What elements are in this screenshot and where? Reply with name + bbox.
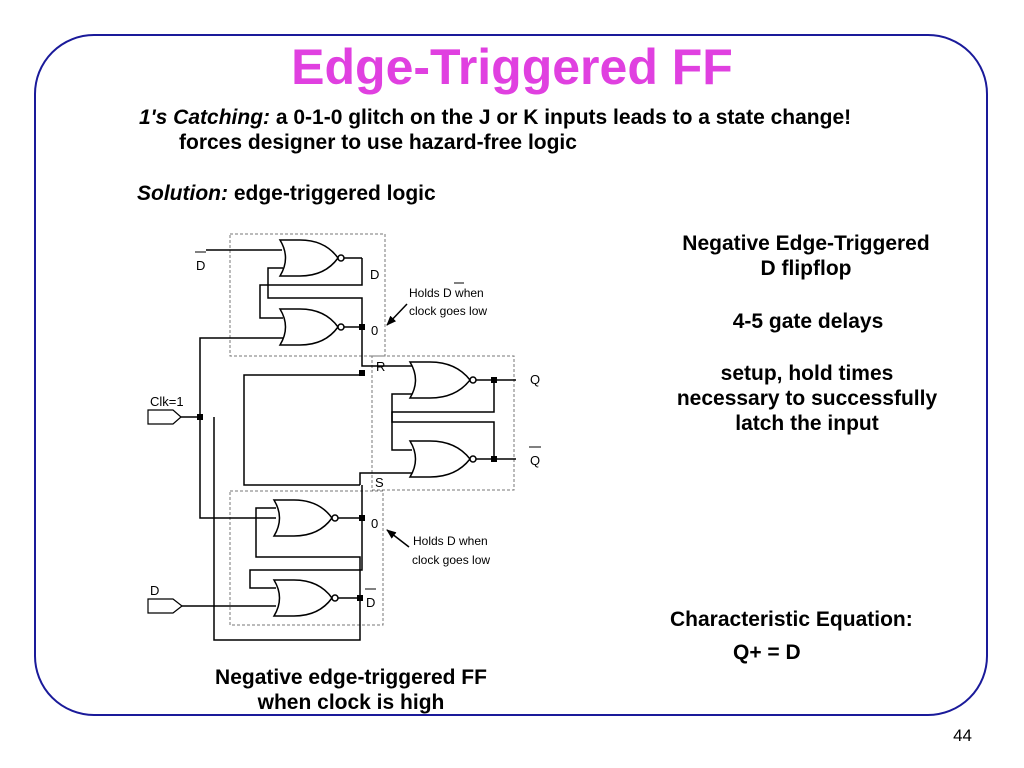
solution-label: Solution: xyxy=(137,182,228,205)
input-pins xyxy=(147,409,183,614)
nor-gate-top-1 xyxy=(278,239,345,277)
annotations: Holds D when clock goes low Holds D when… xyxy=(386,282,490,567)
d-top-label: D xyxy=(370,267,379,282)
slide-frame xyxy=(34,34,988,716)
note-heading: Negative Edge-Triggered D flipflop xyxy=(682,231,929,281)
zero-top-label: 0 xyxy=(371,323,378,338)
bottom-latch-box xyxy=(229,490,384,626)
d-bar-bottom-label: D xyxy=(366,595,375,610)
solution-text: edge-triggered logic xyxy=(227,182,436,205)
r-label: R xyxy=(376,359,385,374)
note-heading-line1: Negative Edge-Triggered xyxy=(682,232,930,255)
nor-gate-output-q xyxy=(408,361,477,399)
diagram-caption: Negative edge-triggered FF when clock is… xyxy=(215,665,487,715)
solution-line: Solution: edge-triggered logic xyxy=(137,181,436,206)
clk-label: Clk=1 xyxy=(150,394,184,409)
note-setup-line2: necessary to successfully xyxy=(676,387,938,411)
holds-d-line2: clock goes low xyxy=(412,553,490,567)
zero-bottom-label: 0 xyxy=(371,516,378,531)
nor-gate-bottom-1 xyxy=(272,499,339,537)
bullet-glitch-line2: forces designer to use hazard-free logic xyxy=(179,131,577,154)
holds-dbar-post: when xyxy=(452,286,484,300)
bullet-glitch-text: a 0-1-0 glitch on the J or K inputs lead… xyxy=(270,106,852,129)
bullet-glitch-label: 1's Catching: xyxy=(139,106,271,129)
holds-dbar-d: D xyxy=(443,286,452,300)
note-setup-line1: setup, hold times xyxy=(720,362,894,385)
note-setup-line3: latch the input xyxy=(735,412,879,436)
top-latch-box xyxy=(229,233,386,357)
latch-boundaries xyxy=(229,233,515,626)
q-output-label: Q xyxy=(530,372,540,387)
caption-line2: when clock is high xyxy=(257,691,445,715)
clk-pin xyxy=(147,409,182,425)
holds-d-arrow xyxy=(386,529,410,548)
bullet-glitch: 1's Catching: a 0-1-0 glitch on the J or… xyxy=(139,105,851,130)
caption-line1: Negative edge-triggered FF xyxy=(215,666,487,689)
note-setup-hold: setup, hold times necessary to successfu… xyxy=(677,361,937,437)
slide-title: Edge-Triggered FF xyxy=(291,39,733,95)
d-pin xyxy=(147,598,183,614)
char-eq-label: Characteristic Equation: xyxy=(670,608,913,631)
diagram-labels: D D 0 R Q Q S 0 Clk=1 D D xyxy=(150,251,541,610)
d-input-label: D xyxy=(150,583,159,598)
nor-gate-bottom-2 xyxy=(272,579,339,617)
nor-gate-output-qbar xyxy=(408,440,477,478)
q-bar-output-label: Q xyxy=(530,453,540,468)
holds-dbar-arrow xyxy=(386,303,408,326)
d-bar-input-label: D xyxy=(196,258,205,273)
note-delays: 4-5 gate delays xyxy=(732,310,884,333)
holds-d-line1: Holds D when xyxy=(413,534,488,548)
note-heading-line2: D flipflop xyxy=(760,257,852,281)
holds-dbar-pre: Holds xyxy=(409,286,443,300)
junction-dots xyxy=(197,324,497,601)
page-number: 44 xyxy=(953,726,972,745)
output-latch-box xyxy=(371,355,515,491)
wires xyxy=(181,249,516,641)
char-eq: Q+ = D xyxy=(733,641,801,664)
nor-gates xyxy=(272,239,477,617)
nor-gate-top-2 xyxy=(278,308,345,346)
holds-dbar-line1: Holds D when xyxy=(409,286,484,300)
holds-dbar-line2: clock goes low xyxy=(409,304,487,318)
s-label: S xyxy=(375,475,384,490)
